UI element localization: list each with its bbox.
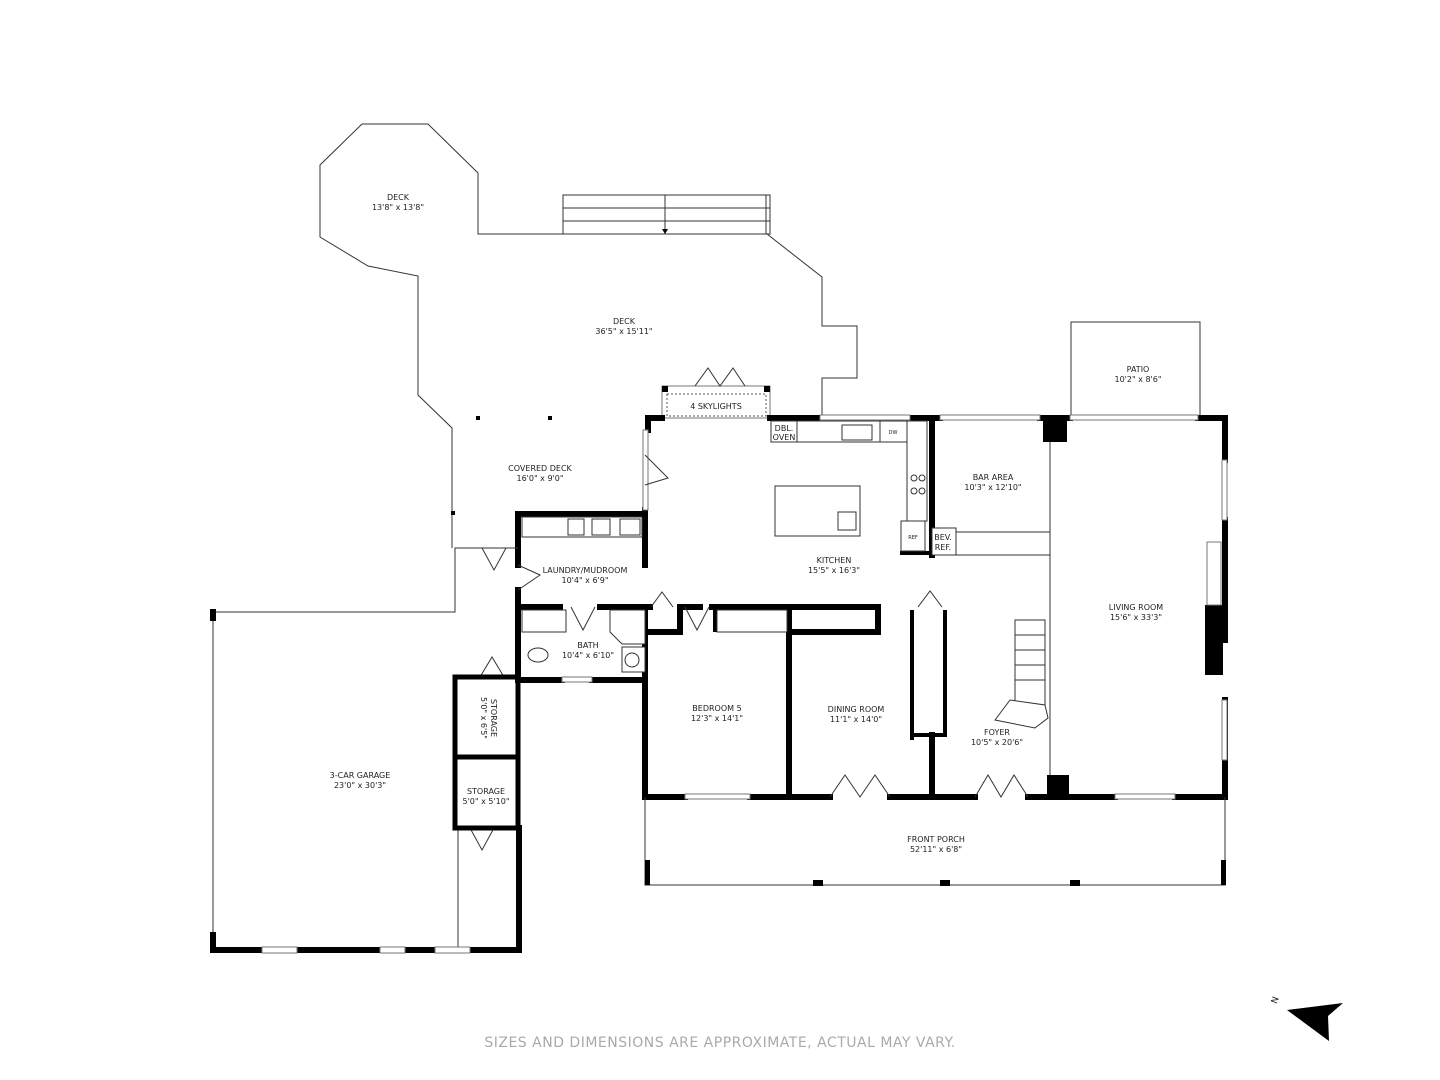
svg-text:13'8" x 13'8": 13'8" x 13'8" — [372, 203, 424, 212]
svg-text:10'2" x 8'6": 10'2" x 8'6" — [1114, 375, 1161, 384]
svg-text:PATIO: PATIO — [1127, 365, 1150, 374]
svg-text:36'5" x 15'11": 36'5" x 15'11" — [595, 327, 652, 336]
fireplace — [1205, 605, 1223, 675]
deck-stairs — [562, 194, 771, 235]
stair-arrow-icon — [662, 229, 668, 234]
svg-text:STORAGE: STORAGE — [489, 699, 498, 737]
svg-text:10'4" x 6'9": 10'4" x 6'9" — [561, 576, 608, 585]
bev-ref-label-1: BEV. — [934, 533, 952, 542]
svg-text:10'3" x 12'10": 10'3" x 12'10" — [964, 483, 1021, 492]
refrigerator-label: REF — [908, 535, 918, 541]
oven-label-1: DBL. — [775, 424, 794, 433]
svg-text:23'0" x 30'3": 23'0" x 30'3" — [334, 781, 386, 790]
dishwasher-label: DW — [889, 430, 898, 436]
svg-text:15'5" x 16'3": 15'5" x 16'3" — [808, 566, 860, 575]
svg-text:STORAGE: STORAGE — [467, 787, 505, 796]
svg-text:FOYER: FOYER — [984, 728, 1010, 737]
garage-walls — [210, 547, 522, 954]
kitchen-counters — [770, 420, 1051, 556]
svg-text:DECK: DECK — [387, 193, 410, 202]
room-label-bedroom-5: BEDROOM 512'3" x 14'1" — [691, 704, 743, 723]
svg-text:LAUNDRY/MUDROOM: LAUNDRY/MUDROOM — [543, 566, 628, 575]
svg-text:52'11" x 6'8": 52'11" x 6'8" — [910, 845, 962, 854]
svg-text:N: N — [1270, 995, 1282, 1005]
svg-text:FRONT PORCH: FRONT PORCH — [907, 835, 965, 844]
laundry-fixtures — [521, 516, 788, 633]
svg-text:COVERED DECK: COVERED DECK — [508, 464, 572, 473]
front-porch-outline — [644, 797, 1226, 886]
north-arrow-icon: N — [1270, 995, 1343, 1041]
svg-text:10'5" x 20'6": 10'5" x 20'6" — [971, 738, 1023, 747]
skylight-bay — [661, 367, 771, 419]
windows — [561, 414, 1228, 800]
svg-text:12'3" x 14'1": 12'3" x 14'1" — [691, 714, 743, 723]
doors — [469, 454, 1029, 852]
svg-text:5'0" x 6'5": 5'0" x 6'5" — [479, 697, 488, 739]
deck-outline — [319, 123, 858, 548]
svg-text:BEDROOM 5: BEDROOM 5 — [692, 704, 741, 713]
svg-text:5'0" x 5'10": 5'0" x 5'10" — [462, 797, 509, 806]
svg-text:16'0" x 9'0": 16'0" x 9'0" — [516, 474, 563, 483]
svg-text:11'1" x 14'0": 11'1" x 14'0" — [830, 715, 882, 724]
disclaimer: SIZES AND DIMENSIONS ARE APPROXIMATE, AC… — [484, 1035, 955, 1051]
svg-text:10'4" x 6'10": 10'4" x 6'10" — [562, 651, 614, 660]
svg-text:BAR AREA: BAR AREA — [973, 473, 1014, 482]
svg-text:DINING ROOM: DINING ROOM — [828, 705, 885, 714]
oven-label-2: OVEN — [773, 433, 796, 442]
svg-text:BATH: BATH — [577, 641, 598, 650]
foyer-staircase — [994, 619, 1049, 729]
deck-posts — [451, 416, 552, 515]
skylights-label: 4 SKYLIGHTS — [690, 402, 742, 411]
bath-fixtures — [527, 609, 646, 673]
svg-text:DECK: DECK — [613, 317, 636, 326]
bev-ref-label-2: REF. — [935, 543, 951, 552]
svg-text:LIVING ROOM: LIVING ROOM — [1109, 603, 1164, 612]
svg-text:15'6" x 33'3": 15'6" x 33'3" — [1110, 613, 1162, 622]
toilet — [527, 647, 549, 663]
svg-text:3-CAR GARAGE: 3-CAR GARAGE — [330, 771, 391, 780]
svg-text:KITCHEN: KITCHEN — [817, 556, 852, 565]
